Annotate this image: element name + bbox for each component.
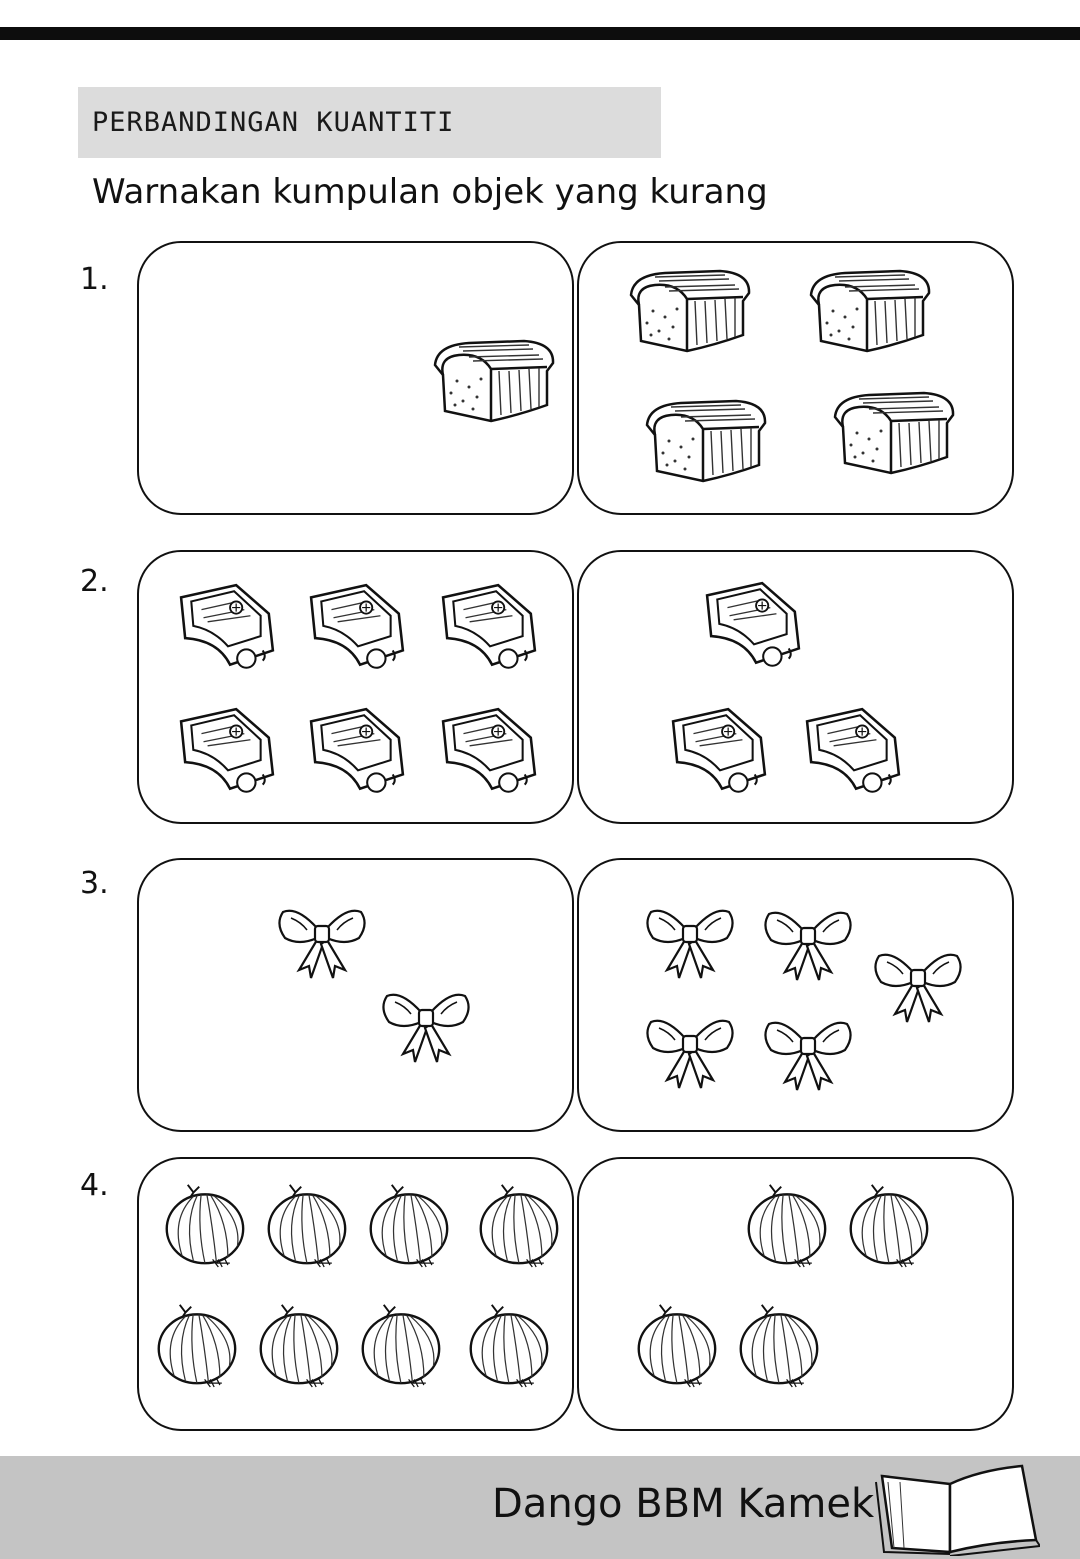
onion-icon	[259, 1303, 339, 1389]
q2-right-objects	[671, 581, 901, 794]
bread-icon	[629, 269, 751, 353]
top-border	[0, 27, 1080, 40]
bow-icon	[646, 1019, 734, 1090]
bread-icon	[433, 339, 555, 423]
sharpener-icon	[309, 707, 405, 794]
sharpener-icon	[441, 583, 537, 670]
section-title-box: PERBANDINGAN KUANTITI	[78, 87, 661, 158]
sharpener-icon	[705, 581, 801, 668]
bow-icon	[764, 1021, 852, 1092]
footer-bar: Dango BBM Kamek	[0, 1456, 1080, 1559]
q3-right-objects	[646, 909, 962, 1092]
sharpener-icon	[671, 707, 767, 794]
question-number-2: 2.	[80, 564, 109, 599]
bow-icon	[874, 953, 962, 1024]
footer-brand: Dango BBM Kamek	[492, 1481, 875, 1527]
q3-left-group[interactable]	[137, 858, 574, 1132]
onion-icon	[165, 1183, 245, 1269]
q2-left-objects	[179, 583, 537, 794]
q2-left-group[interactable]	[137, 550, 574, 824]
open-book-icon	[875, 1464, 1040, 1556]
onion-icon	[479, 1183, 559, 1269]
question-number-3: 3.	[80, 866, 109, 901]
q4-right-objects	[637, 1183, 929, 1389]
section-title: PERBANDINGAN KUANTITI	[92, 107, 455, 138]
q1-left-objects	[433, 339, 555, 423]
bread-icon	[645, 399, 767, 483]
onion-icon	[157, 1303, 237, 1389]
sharpener-icon	[179, 583, 275, 670]
q1-left-group[interactable]	[137, 241, 574, 515]
sharpener-icon	[805, 707, 901, 794]
q4-left-objects	[157, 1183, 559, 1389]
onion-icon	[361, 1303, 441, 1389]
onion-icon	[747, 1183, 827, 1269]
onion-icon	[267, 1183, 347, 1269]
bow-icon	[382, 993, 470, 1064]
bread-icon	[809, 269, 931, 353]
sharpener-icon	[309, 583, 405, 670]
onion-icon	[739, 1303, 819, 1389]
onion-icon	[469, 1303, 549, 1389]
q4-right-group[interactable]	[577, 1157, 1014, 1431]
bow-icon	[764, 911, 852, 982]
onion-icon	[369, 1183, 449, 1269]
q1-right-group[interactable]	[577, 241, 1014, 515]
q2-right-group[interactable]	[577, 550, 1014, 824]
q1-right-objects	[629, 269, 955, 483]
instruction-text: Warnakan kumpulan objek yang kurang	[92, 172, 768, 212]
bread-icon	[833, 391, 955, 475]
bow-icon	[646, 909, 734, 980]
sharpener-icon	[441, 707, 537, 794]
q4-left-group[interactable]	[137, 1157, 574, 1431]
onion-icon	[637, 1303, 717, 1389]
onion-icon	[849, 1183, 929, 1269]
bow-icon	[278, 909, 366, 980]
q3-right-group[interactable]	[577, 858, 1014, 1132]
q3-left-objects	[278, 909, 470, 1064]
question-number-4: 4.	[80, 1168, 109, 1203]
question-number-1: 1.	[80, 262, 109, 297]
sharpener-icon	[179, 707, 275, 794]
